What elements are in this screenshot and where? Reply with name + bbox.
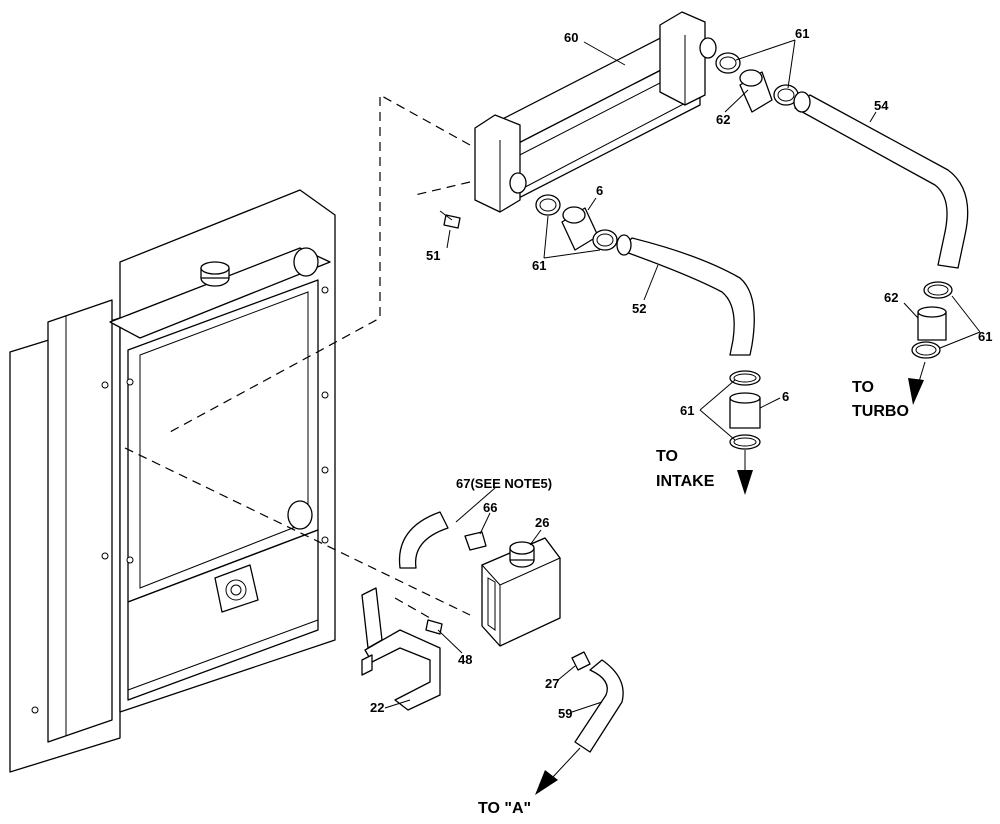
callout-26: 26: [535, 515, 549, 530]
top-hose-clamps: [715, 52, 799, 113]
intake-label-line1: TO: [656, 448, 678, 465]
callout-6-low: 6: [782, 389, 789, 404]
callout-54: 54: [874, 98, 889, 113]
bracket-22: [361, 587, 441, 711]
clamp-66: [464, 531, 487, 551]
hose-54: [793, 91, 969, 269]
turbo-label-line1: TO: [852, 379, 874, 396]
mid-hose-clamps: [535, 194, 618, 251]
callout-leaders: [384, 39, 981, 713]
callout-60: 60: [564, 30, 578, 45]
hose-59: [574, 659, 624, 753]
callout-61-top: 61: [795, 26, 809, 41]
turbo-arrow-icon: [908, 378, 924, 405]
callout-22: 22: [370, 700, 384, 715]
destination-labels: TO TURBO TO INTAKE TO "A": [478, 379, 909, 817]
coolant-reservoir: [481, 537, 561, 647]
callout-61-mid: 61: [532, 258, 546, 273]
callout-62-top: 62: [716, 112, 730, 127]
destination-arrows: [535, 361, 926, 795]
callout-51: 51: [426, 248, 440, 263]
callout-6-mid: 6: [596, 183, 603, 198]
callout-27: 27: [545, 676, 559, 691]
fitting-27: [571, 651, 591, 671]
turbo-clamps: [911, 281, 953, 359]
bolt-51: [439, 210, 461, 229]
intake-label-line2: INTAKE: [656, 473, 715, 490]
callout-61-right: 61: [978, 329, 992, 344]
intake-clamps: [729, 370, 761, 450]
radiator-assembly: [9, 189, 336, 773]
intake-arrow-icon: [737, 470, 753, 495]
assembly-leader-lines: [124, 93, 471, 619]
a-arrow-icon: [535, 770, 558, 795]
callout-67: 67(SEE NOTE5): [456, 476, 552, 491]
callout-66: 66: [483, 500, 497, 515]
a-label: TO "A": [478, 800, 531, 817]
callout-labels: 60 61 62 54 6 51 61 52 62 61 61 6 67(SEE…: [370, 26, 992, 721]
callout-61-low: 61: [680, 403, 694, 418]
hose-67: [398, 511, 449, 569]
callout-62-right: 62: [884, 290, 898, 305]
turbo-label-line2: TURBO: [852, 403, 909, 420]
charge-air-cooler: [474, 11, 717, 213]
hose-52: [616, 234, 755, 356]
callout-59: 59: [558, 706, 572, 721]
callout-52: 52: [632, 301, 646, 316]
callout-48: 48: [458, 652, 472, 667]
